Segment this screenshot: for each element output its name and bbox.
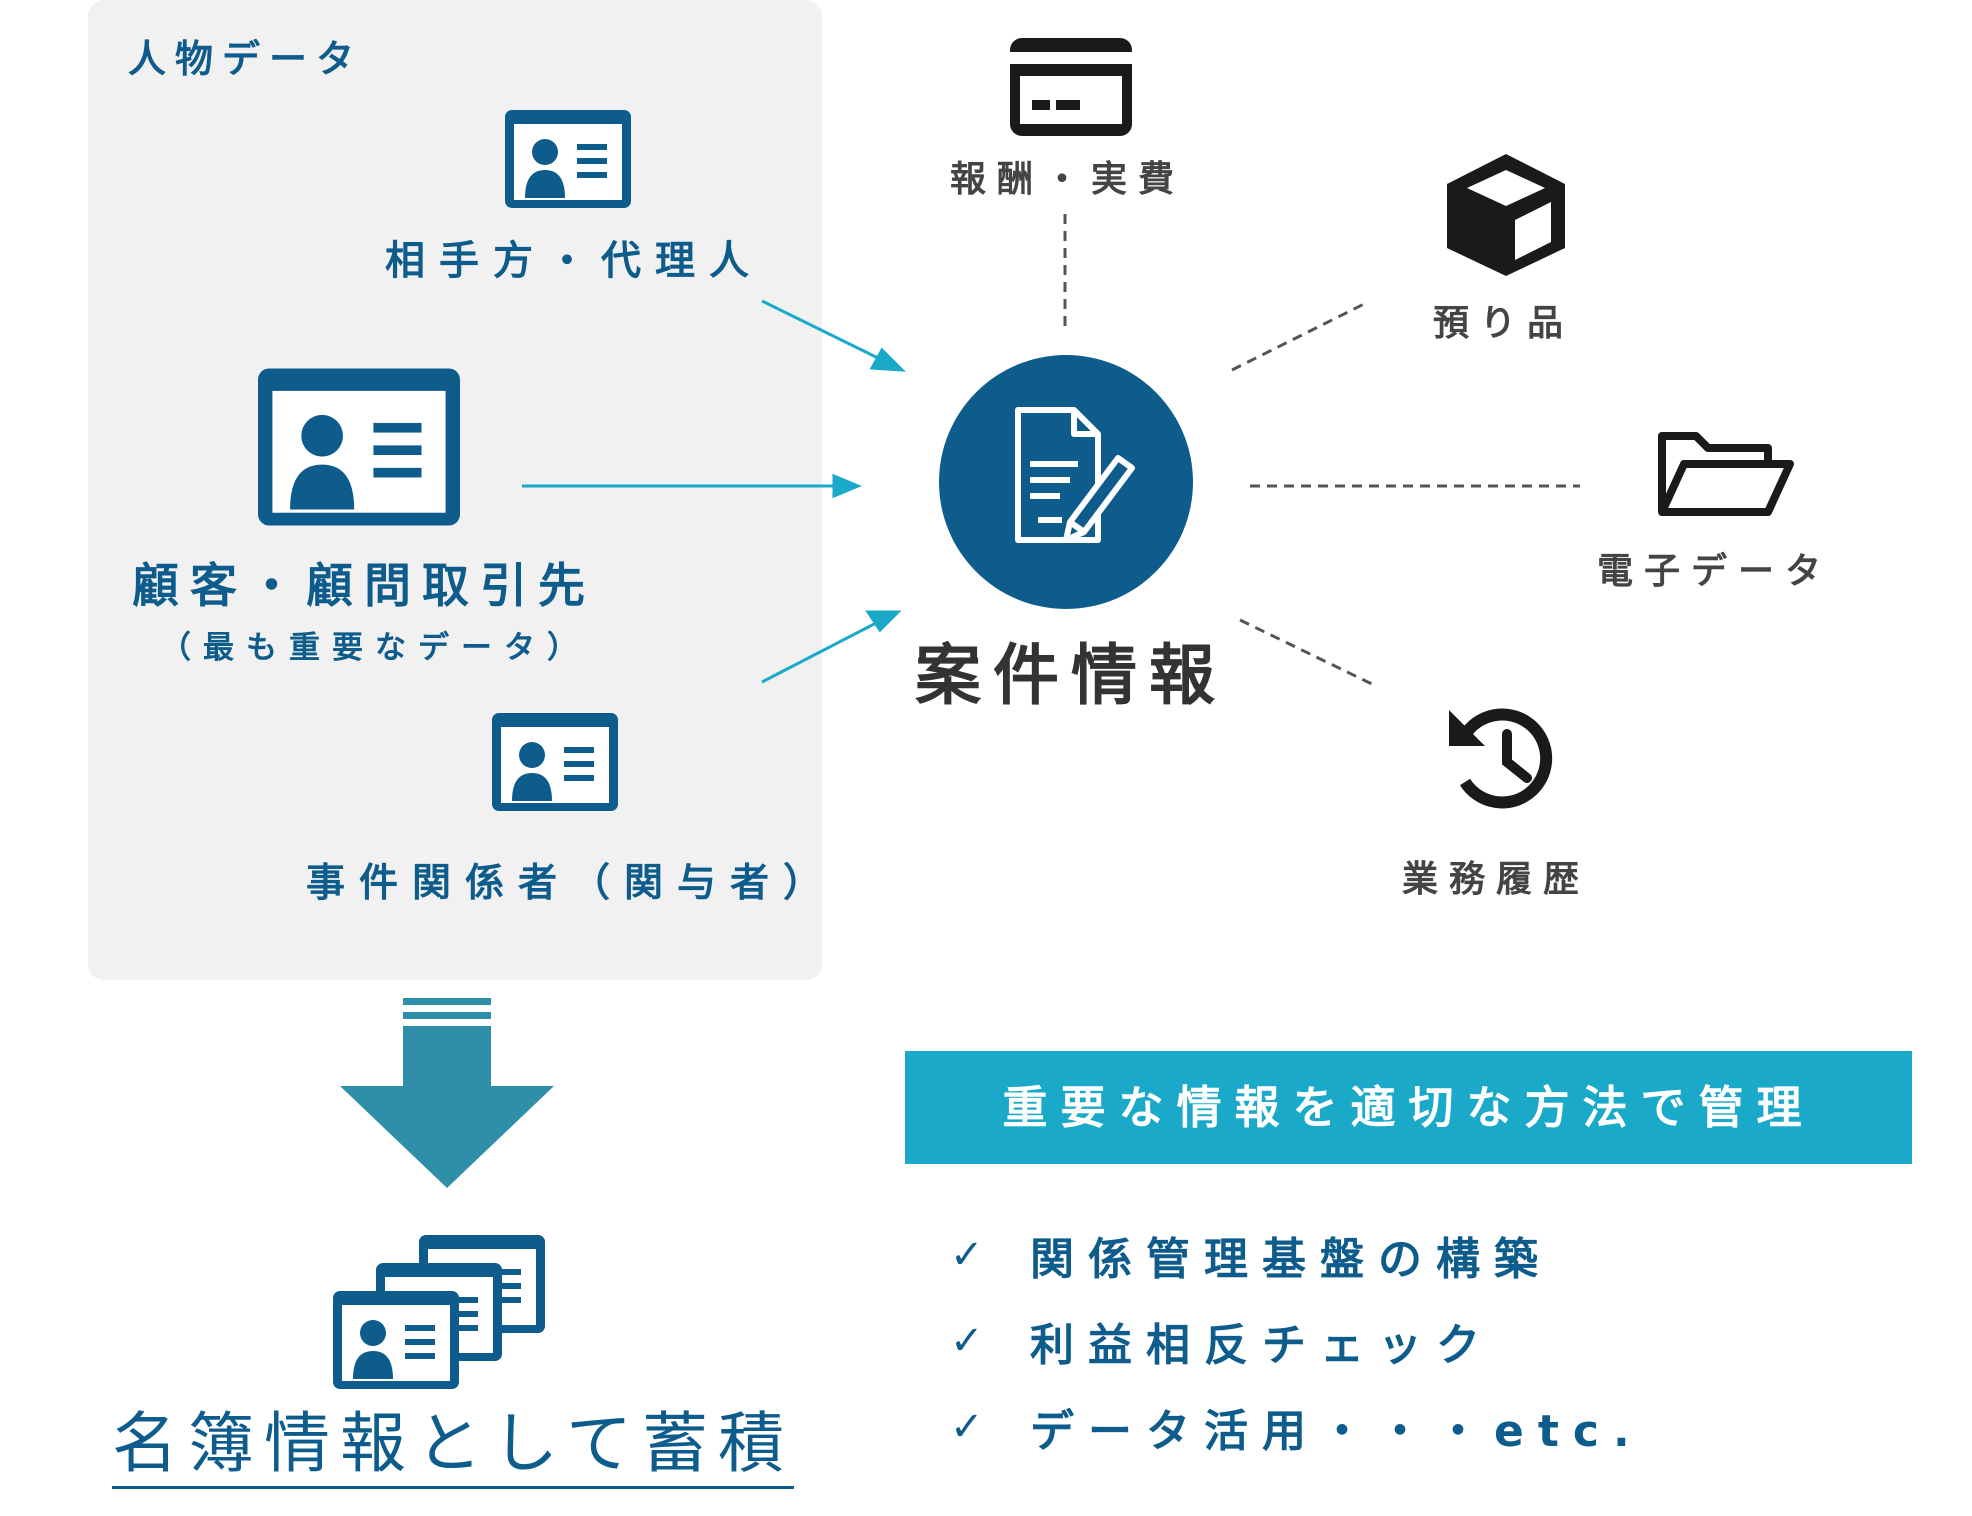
dashed-line-gyomu [1239, 618, 1377, 688]
bullet-item: ✓ データ活用・・・etc. [950, 1384, 1644, 1470]
down-arrow-icon [340, 998, 554, 1188]
bullet-text: 関係管理基盤の構築 [1030, 1234, 1552, 1285]
azukari-label: 預り品 [1433, 303, 1575, 344]
id-card-front [333, 1291, 459, 1389]
box-icon [1447, 154, 1565, 276]
stacked-id-cards-icon [333, 1235, 545, 1389]
dashed-line-azukari [1231, 301, 1367, 372]
id-card-icon [505, 110, 631, 208]
check-icon: ✓ [950, 1404, 984, 1450]
id-card-icon [258, 368, 460, 526]
arrow-aite [761, 299, 906, 372]
meibo-label: 名簿情報として蓄積 [112, 1402, 795, 1489]
history-icon [1449, 708, 1553, 809]
credit-card-icon [1010, 38, 1132, 136]
arrow-kokyaku [522, 473, 862, 499]
hoshu-label: 報酬・実費 [950, 159, 1186, 200]
kokyaku-label: 顧客・顧問取引先 [132, 559, 596, 614]
bullet-text: 利益相反チェック [1030, 1320, 1494, 1371]
case-info-label: 案件情報 [915, 637, 1227, 714]
panel-title: 人物データ [128, 37, 364, 81]
bullet-list: ✓ 関係管理基盤の構築 ✓ 利益相反チェック ✓ データ活用・・・etc. [950, 1212, 1644, 1470]
jiken-label: 事件関係者（関与者） [306, 861, 837, 906]
bullet-item: ✓ 利益相反チェック [950, 1298, 1644, 1384]
management-banner: 重要な情報を適切な方法で管理 [905, 1051, 1912, 1164]
folder-icon [1658, 432, 1794, 516]
arrow-jiken [761, 610, 902, 684]
gyomu-label: 業務履歴 [1402, 859, 1591, 900]
document-signature-icon [1015, 407, 1135, 543]
kokyaku-sub-label: （最も重要なデータ） [160, 630, 590, 666]
denshi-label: 電子データ [1597, 551, 1833, 592]
bullet-item: ✓ 関係管理基盤の構築 [950, 1212, 1644, 1298]
check-icon: ✓ [950, 1232, 984, 1278]
aite-label: 相手方・代理人 [385, 238, 763, 284]
bullet-text: データ活用・・・etc. [1030, 1406, 1644, 1457]
id-card-icon [492, 713, 618, 811]
check-icon: ✓ [950, 1318, 984, 1364]
case-info-circle [939, 355, 1193, 609]
